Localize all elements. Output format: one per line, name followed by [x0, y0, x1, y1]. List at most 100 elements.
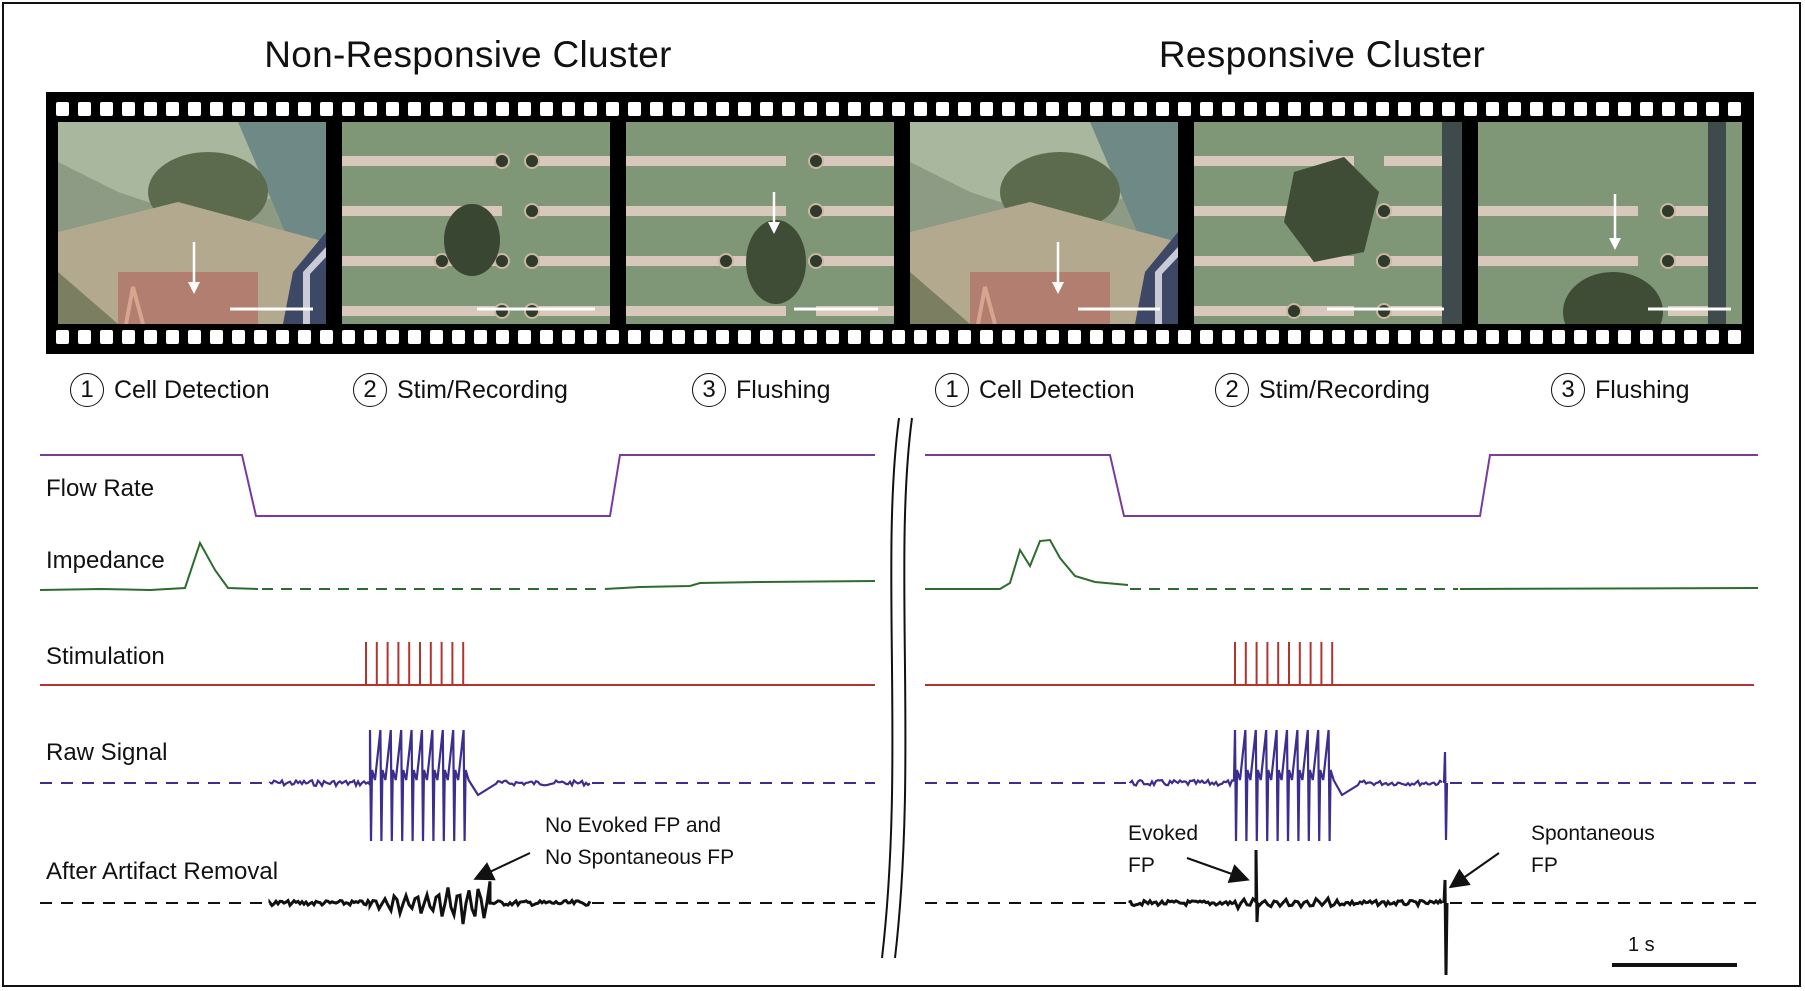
axis-break-line-2: [894, 417, 913, 959]
sprocket-hole: [936, 330, 949, 344]
sprocket-hole: [474, 330, 487, 344]
sprocket-hole: [1464, 102, 1477, 116]
sprocket-hole: [1310, 330, 1323, 344]
sprocket-hole: [1178, 330, 1191, 344]
step-number: 2: [1215, 373, 1249, 407]
stimulation-pulses-left: [365, 642, 465, 685]
sprocket-hole: [1222, 102, 1235, 116]
sprocket-hole: [166, 102, 179, 116]
sprocket-hole: [1024, 330, 1037, 344]
sprocket-hole: [518, 102, 531, 116]
sprocket-hole: [430, 102, 443, 116]
sprocket-hole: [1222, 330, 1235, 344]
sprocket-hole: [166, 330, 179, 344]
sprocket-hole: [848, 330, 861, 344]
sprocket-hole: [914, 102, 927, 116]
sprocket-hole: [1068, 102, 1081, 116]
sprocket-hole: [672, 102, 685, 116]
sprocket-hole: [1420, 330, 1433, 344]
sprocket-hole: [1618, 102, 1631, 116]
step-label: Flushing: [1595, 375, 1690, 404]
arrow-spontaneous-fp: [1448, 852, 1500, 889]
sprocket-hole: [716, 102, 729, 116]
sprocket-hole: [452, 330, 465, 344]
sprocket-hole: [1442, 330, 1455, 344]
sprocket-hole: [782, 330, 795, 344]
step-number: 2: [353, 373, 387, 407]
sprocket-hole: [254, 102, 267, 116]
step-cell-detection-left: 1 Cell Detection: [70, 372, 270, 408]
sprocket-hole: [1486, 330, 1499, 344]
stimulation-pulses-right: [1234, 642, 1334, 685]
arrow-no-fp: [473, 852, 531, 881]
sprocket-hole: [518, 330, 531, 344]
sprocket-hole: [144, 102, 157, 116]
sprocket-hole: [1618, 330, 1631, 344]
sprocket-hole: [342, 330, 355, 344]
sprocket-hole: [496, 102, 509, 116]
sprocket-hole: [1574, 102, 1587, 116]
photo-flushing-right: [1478, 122, 1742, 324]
sprocket-hole: [1728, 102, 1741, 116]
sprocket-hole: [144, 330, 157, 344]
sprocket-hole: [738, 102, 751, 116]
sprocket-hole: [1662, 102, 1675, 116]
sprocket-hole: [430, 330, 443, 344]
sprocket-hole: [1508, 330, 1521, 344]
sprocket-hole: [892, 102, 905, 116]
annotation-no-fp-line2: No Spontaneous FP: [545, 846, 735, 869]
step-flushing-right: 3 Flushing: [1551, 372, 1690, 408]
sprocket-hole: [1178, 102, 1191, 116]
sprocket-hole: [1134, 102, 1147, 116]
sprocket-hole: [1024, 102, 1037, 116]
sprocket-hole: [1640, 330, 1653, 344]
sprocket-hole: [1530, 102, 1543, 116]
sprocket-hole: [496, 330, 509, 344]
sprocket-hole: [100, 102, 113, 116]
sprocket-hole: [1112, 102, 1125, 116]
sprocket-hole: [760, 330, 773, 344]
sprocket-hole: [276, 102, 289, 116]
sprocket-hole: [1310, 102, 1323, 116]
sprocket-hole: [1420, 102, 1433, 116]
sprocket-hole: [804, 330, 817, 344]
sprocket-hole: [1266, 102, 1279, 116]
step-label: Flushing: [736, 375, 831, 404]
sprocket-hole: [980, 102, 993, 116]
sprocket-hole: [1068, 330, 1081, 344]
sprocket-hole: [1552, 330, 1565, 344]
sprocket-hole: [1574, 330, 1587, 344]
sprocket-hole: [1464, 330, 1477, 344]
step-label: Stim/Recording: [397, 375, 568, 404]
axis-break-line-1: [881, 417, 900, 959]
sprocket-hole: [1596, 330, 1609, 344]
annotation-evoked-fp: Evoked FP: [1128, 818, 1198, 882]
sprocket-hole: [1442, 102, 1455, 116]
sprocket-hole: [540, 102, 553, 116]
after-removal-trace-left: [268, 881, 592, 925]
sprocket-hole: [232, 330, 245, 344]
sprocket-hole: [1002, 330, 1015, 344]
sprocket-hole: [716, 330, 729, 344]
arrow-evoked-fp: [1186, 857, 1250, 884]
photo-stim-left: [342, 122, 610, 324]
sprocket-hole: [276, 330, 289, 344]
sprocket-hole: [628, 330, 641, 344]
title-non-responsive: Non-Responsive Cluster: [264, 34, 672, 75]
sprocket-hole: [1508, 102, 1521, 116]
sprocket-hole: [870, 102, 883, 116]
sprocket-hole: [452, 102, 465, 116]
sprocket-hole: [210, 102, 223, 116]
step-number: 1: [935, 373, 969, 407]
sprocket-hole: [1398, 330, 1411, 344]
sprocket-hole: [936, 102, 949, 116]
impedance-trace-left-solid1: [39, 540, 259, 592]
label-flow-rate: Flow Rate: [46, 475, 155, 502]
sprocket-hole: [760, 102, 773, 116]
film-strip: [46, 92, 1754, 354]
sprocket-hole: [1332, 330, 1345, 344]
sprocket-hole: [584, 102, 597, 116]
sprocket-hole: [1244, 330, 1257, 344]
sprocket-hole: [1596, 102, 1609, 116]
